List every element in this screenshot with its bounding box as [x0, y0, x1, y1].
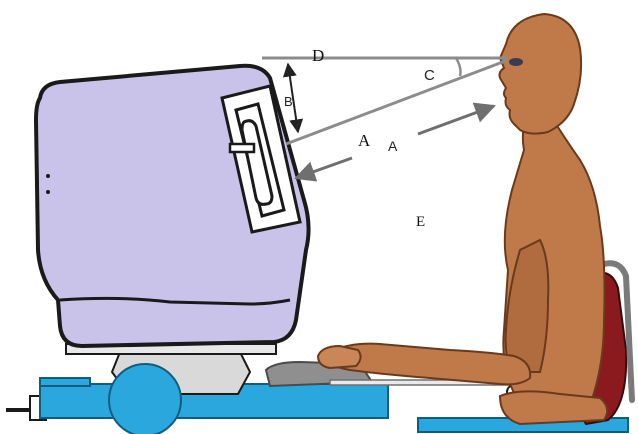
- pedestal-knob: [109, 364, 181, 434]
- distance-a-arrow-right: [418, 106, 494, 134]
- monitor-dot: [46, 190, 50, 194]
- desk-rail-end: [40, 378, 90, 386]
- distance-a-arrow-left: [296, 158, 352, 178]
- person-head: [500, 14, 582, 134]
- label-a-upper: A: [358, 131, 371, 150]
- label-c: C: [424, 67, 435, 84]
- person-thigh: [500, 391, 607, 424]
- label-a-lower: A: [388, 138, 398, 154]
- viewing-line-to-screen: [286, 60, 508, 144]
- monitor-dot: [46, 174, 50, 178]
- label-b: B: [284, 94, 293, 109]
- label-e: E: [416, 214, 425, 230]
- screen-tab: [230, 144, 254, 152]
- label-d: D: [312, 46, 324, 65]
- person-hand: [318, 346, 361, 368]
- monitor: [36, 66, 309, 346]
- angle-c-arc: [456, 58, 461, 76]
- sight-lines: [262, 58, 508, 178]
- person-eye: [509, 58, 523, 66]
- person: [318, 14, 607, 424]
